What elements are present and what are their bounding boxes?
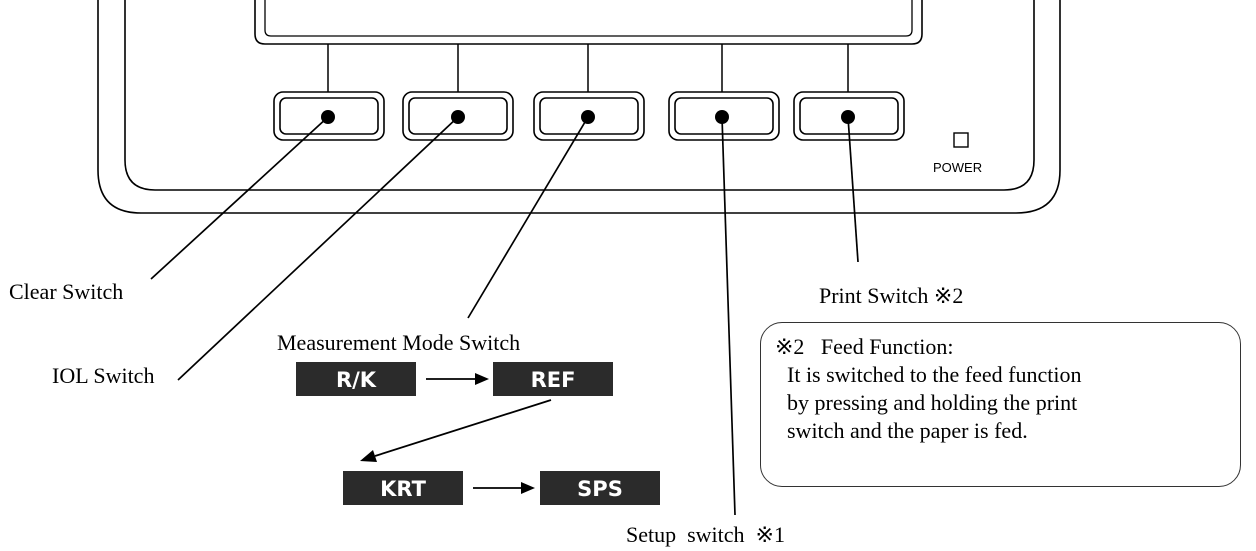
mode-label-sps: SPS: [577, 477, 623, 501]
mode-label-rk: R/K: [336, 368, 377, 392]
note-body: It is switched to the feed function by p…: [775, 361, 1232, 445]
print-switch-label: Print Switch ※2: [819, 283, 963, 308]
mode-label-krt: KRT: [380, 477, 427, 501]
mode-sequence: R/K REF KRT SPS: [296, 362, 660, 505]
mode-badge-ref: [493, 362, 613, 396]
screen-bezel: [254, 0, 923, 45]
power-indicator-icon: [953, 132, 969, 148]
setup-switch-label: Setup switch ※1: [626, 522, 785, 547]
button-dots: [321, 110, 855, 124]
mode-badge-krt: [343, 471, 463, 505]
arrow-krt-to-sps: [473, 482, 535, 494]
note-title: ※2 Feed Function:: [775, 334, 954, 359]
leader-lines: [150, 116, 859, 516]
power-label: POWER: [933, 160, 982, 175]
mode-label-ref: REF: [531, 368, 576, 392]
arrow-ref-to-krt: [360, 399, 552, 462]
note-line: by pressing and holding the print: [787, 390, 1078, 415]
arrow-rk-to-ref: [426, 373, 489, 385]
feed-function-note: ※2 Feed Function: It is switched to the …: [760, 322, 1241, 487]
device-outer-outline: [97, 0, 1061, 214]
mode-badge-sps: [540, 471, 660, 505]
note-line: It is switched to the feed function: [787, 362, 1082, 387]
device-inner-outline: [124, 0, 1035, 191]
iol-switch-label: IOL Switch: [52, 363, 154, 388]
clear-switch-label: Clear Switch: [9, 279, 123, 304]
mode-badge-rk: [296, 362, 416, 396]
note-line: switch and the paper is fed.: [787, 418, 1028, 443]
measurement-mode-switch-label: Measurement Mode Switch: [277, 330, 520, 355]
button-stems: [327, 44, 849, 92]
